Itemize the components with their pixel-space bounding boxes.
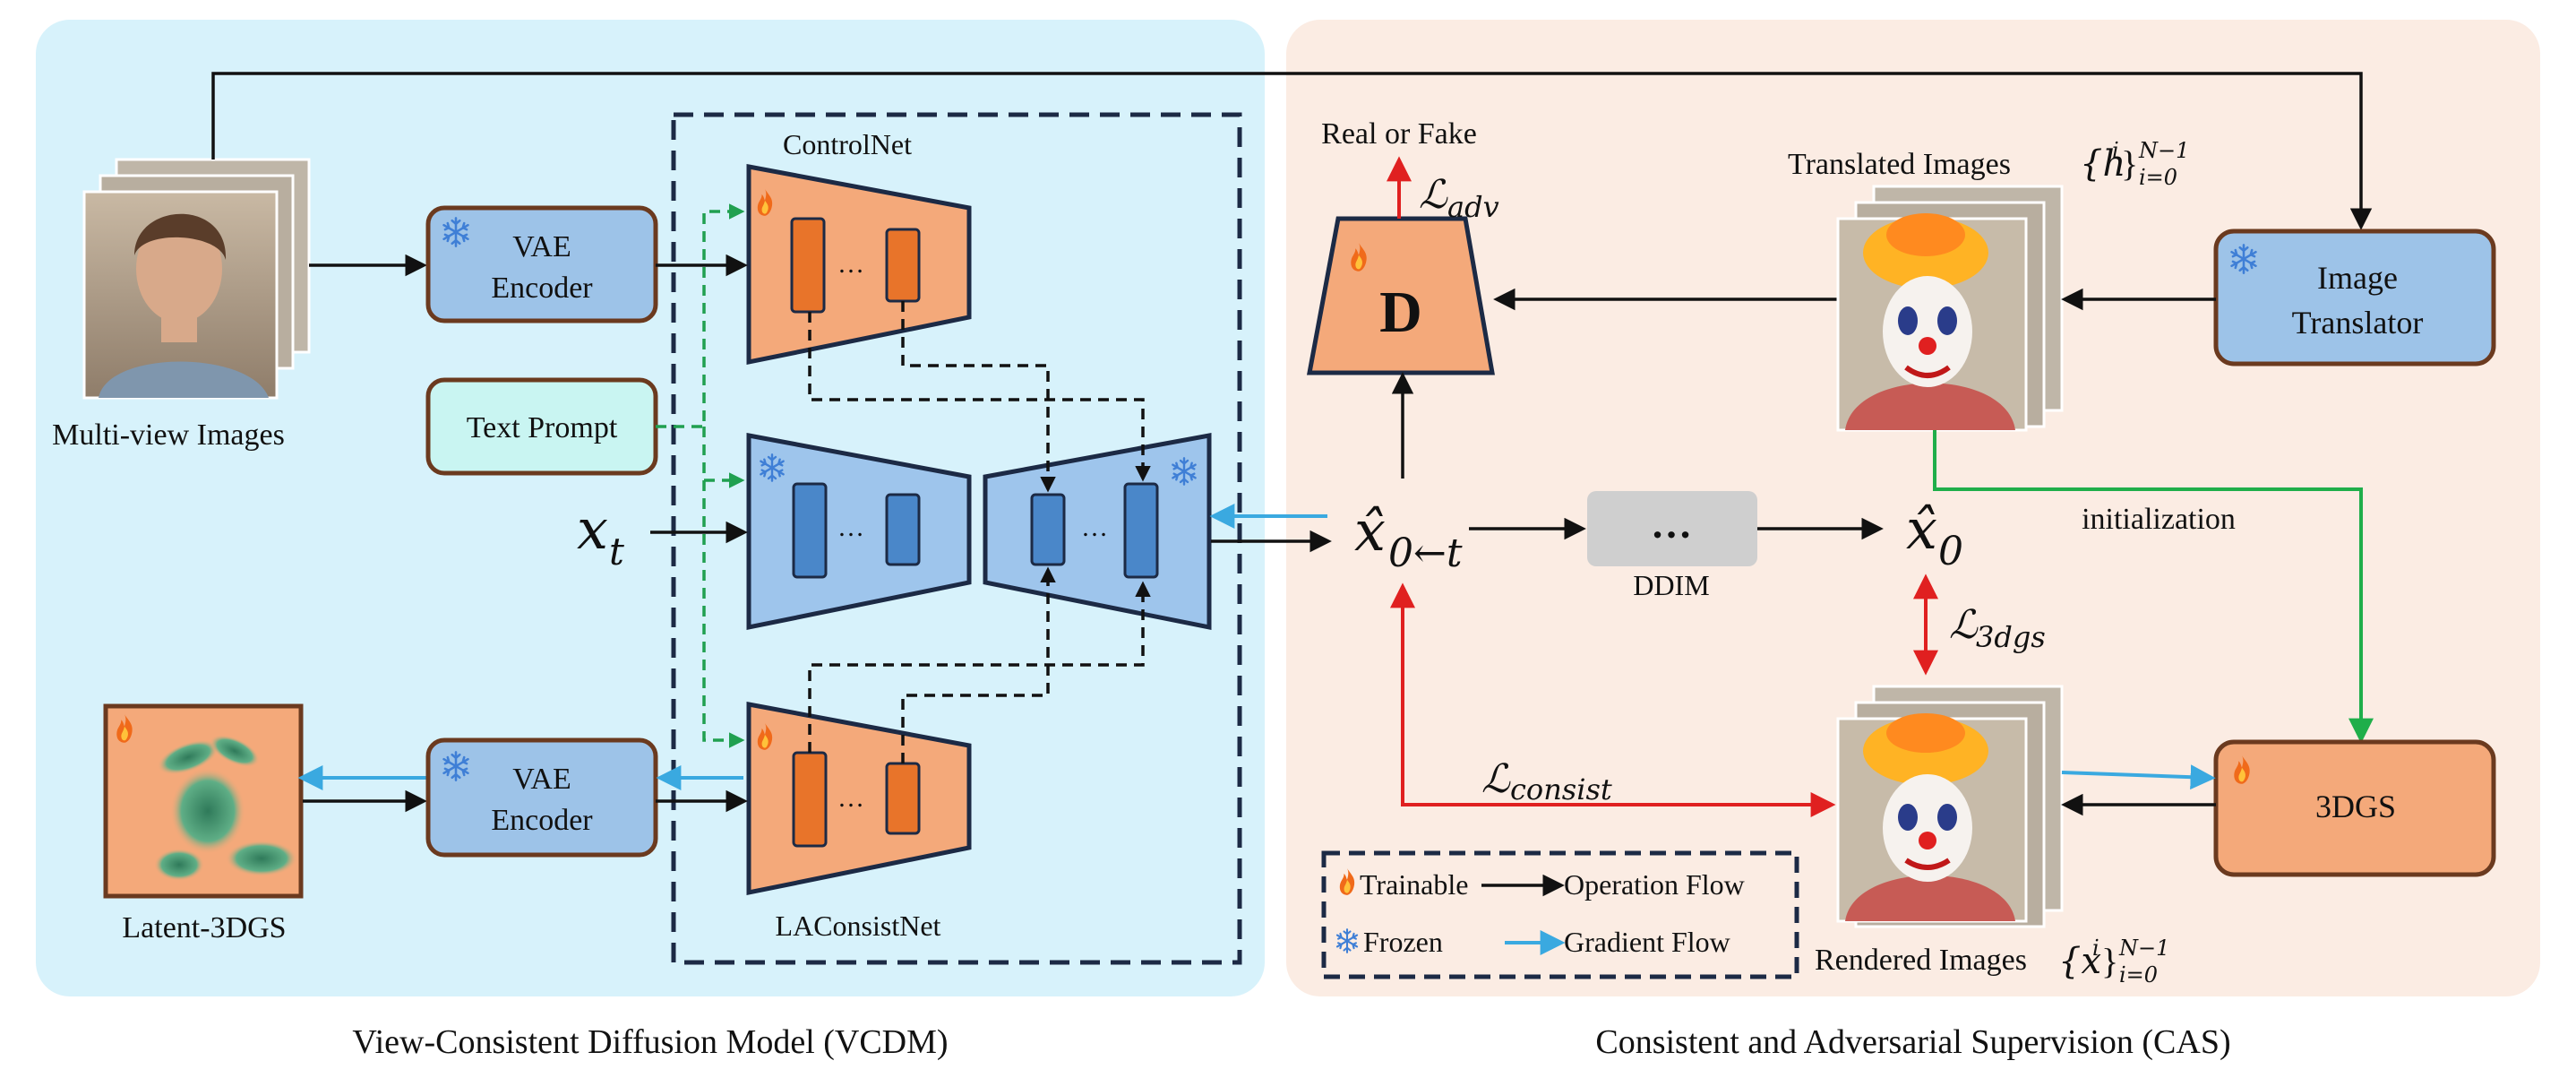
- controlnet-label: ControlNet: [783, 128, 912, 160]
- rendered-to-3dgs-gradient: [2061, 764, 2216, 790]
- image-translator-box: Image Translator: [2213, 229, 2496, 367]
- unet-encoder-block: …: [746, 432, 972, 631]
- latent-3dgs-image: [103, 703, 304, 899]
- initialization-arrow: [1933, 430, 2374, 744]
- svg-text:}: }: [2121, 143, 2138, 184]
- svg-text:consist: consist: [1510, 772, 1612, 806]
- svg-text:N−1: N−1: [2118, 936, 2169, 961]
- discriminator-block: D: [1306, 216, 1495, 375]
- svg-text:i: i: [2092, 936, 2099, 961]
- vae-encoder-bottom-line1: VAE: [512, 763, 571, 796]
- legend-frozen: Frozen: [1363, 926, 1443, 958]
- xt-label: x: [577, 496, 608, 562]
- svg-text:i: i: [2112, 138, 2119, 163]
- legend: Trainable Operation Flow Frozen Gradient…: [1321, 850, 1799, 979]
- svg-text:x̂: x̂: [1906, 496, 1937, 562]
- decoder-ellipsis: …: [1081, 513, 1108, 542]
- loss-3dgs-label: ℒ 3dgs: [1949, 602, 2046, 654]
- legend-trainable: Trainable: [1360, 868, 1468, 901]
- svg-text:x̂: x̂: [1354, 498, 1386, 564]
- rendered-images-label: Rendered Images {x i } N−1 i=0: [1815, 936, 2169, 987]
- encoder-ellipsis: …: [837, 513, 864, 542]
- loss-consist-label: ℒ consist: [1481, 756, 1612, 806]
- svg-text:i=0: i=0: [2119, 962, 2158, 987]
- threedgs-box: 3DGS: [2213, 739, 2496, 877]
- laconsistnet-block: …: [746, 701, 972, 896]
- loss-consist-arrow: [1390, 582, 1836, 817]
- svg-text:ℒ: ℒ: [1481, 756, 1511, 802]
- network-dashed-box: [671, 112, 1242, 965]
- vcdm-caption: View-Consistent Diffusion Model (VCDM): [352, 1023, 948, 1061]
- latent-3dgs-label: Latent-3DGS: [122, 911, 286, 944]
- svg-text:{h: {h: [2080, 143, 2125, 185]
- multiview-images: [82, 158, 311, 400]
- svg-text:{x: {x: [2058, 941, 2101, 982]
- text-prompt-conditioning: [656, 203, 745, 748]
- controlnet-block: …: [746, 163, 972, 366]
- svg-text:adv: adv: [1447, 190, 1499, 224]
- ddim-dots: …: [1651, 501, 1692, 547]
- ddim-box: [1587, 491, 1757, 566]
- x0t-symbol: x̂ 0←t: [1354, 498, 1463, 576]
- image-translator-line2: Translator: [2292, 305, 2424, 341]
- svg-text:0: 0: [1938, 529, 1963, 574]
- multiview-label: Multi-view Images: [52, 418, 285, 452]
- initialization-label: initialization: [2082, 503, 2236, 536]
- translated-images-label: Translated Images {h i } N−1 i=0: [1788, 138, 2189, 190]
- ddim-label: DDIM: [1633, 569, 1709, 601]
- svg-text:i=0: i=0: [2139, 165, 2177, 190]
- adv-loss: ℒ adv: [1419, 172, 1499, 224]
- svg-text:0←t: 0←t: [1388, 530, 1463, 576]
- threedgs-label: 3DGS: [2315, 789, 2396, 824]
- legend-operation-flow: Operation Flow: [1564, 868, 1745, 901]
- xt-symbol: x t: [577, 496, 624, 573]
- cas-caption: Consistent and Adversarial Supervision (…: [1595, 1023, 2230, 1061]
- x0-symbol: x̂ 0: [1906, 496, 1963, 574]
- image-translator-line1: Image: [2317, 260, 2398, 296]
- vae-encoder-top-line2: Encoder: [491, 272, 593, 305]
- translated-images-stack: [1836, 185, 2064, 432]
- vae-encoder-bottom: VAE Encoder: [425, 737, 658, 858]
- skip-connections: [808, 301, 1151, 763]
- text-prompt-box: Text Prompt: [425, 377, 658, 476]
- svg-text:N−1: N−1: [2138, 138, 2189, 163]
- rendered-images-stack: [1836, 685, 2064, 928]
- images-to-translator-arrow: [211, 72, 2373, 230]
- svg-text:ℒ: ℒ: [1419, 172, 1448, 218]
- controlnet-ellipsis: …: [837, 249, 864, 279]
- svg-text:3dgs: 3dgs: [1976, 620, 2046, 654]
- vae-encoder-bottom-line2: Encoder: [491, 804, 593, 837]
- svg-text:Translated Images: Translated Images: [1788, 148, 2011, 181]
- svg-text:ℒ: ℒ: [1949, 602, 1979, 648]
- discriminator-label: D: [1379, 280, 1422, 345]
- xt-sub: t: [609, 530, 624, 573]
- text-prompt-label: Text Prompt: [467, 411, 618, 444]
- real-or-fake-label: Real or Fake: [1321, 117, 1477, 151]
- legend-gradient-flow: Gradient Flow: [1564, 926, 1730, 958]
- laconsistnet-ellipsis: …: [837, 783, 864, 813]
- svg-text:}: }: [2101, 941, 2118, 981]
- svg-text:Rendered Images: Rendered Images: [1815, 944, 2027, 977]
- laconsistnet-label: LAConsistNet: [776, 910, 941, 942]
- vae-encoder-top-line1: VAE: [512, 230, 571, 263]
- vae-encoder-top: VAE Encoder: [425, 205, 658, 323]
